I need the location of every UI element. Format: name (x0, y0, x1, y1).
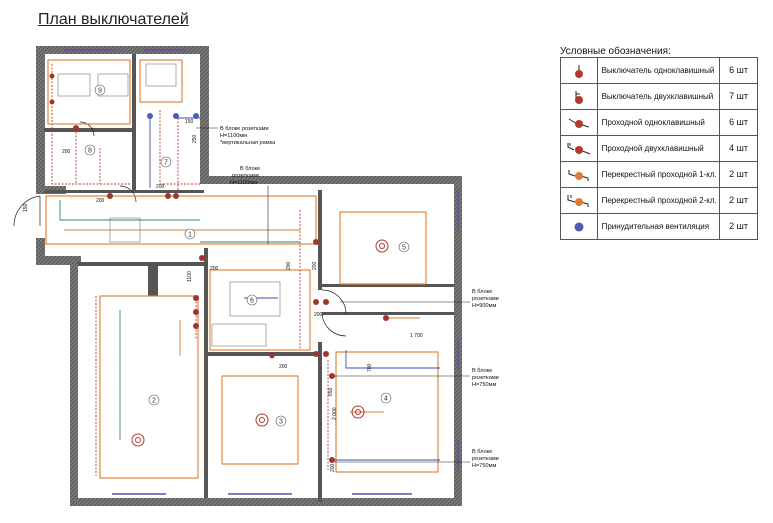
cross-double-icon (560, 187, 598, 214)
note-line: В блоке розетками (220, 126, 269, 132)
legend-qty: 2 шт (719, 187, 758, 214)
note-line: В блоке (240, 166, 260, 172)
dimensions: 150 150 200 200 200 1100 200 200 200 1 7… (23, 119, 423, 472)
dimension-label: 650 (328, 387, 334, 396)
dimension-label: 250 (192, 134, 198, 143)
legend-qty: 2 шт (719, 161, 758, 188)
note-line: H=750мм (472, 382, 496, 388)
switch-double-icon (560, 83, 598, 110)
room-number: 4 (384, 396, 388, 403)
note-line: H=1100мм (220, 133, 247, 139)
dimension-label: 150 (185, 119, 194, 125)
note-line: розетками (472, 456, 499, 462)
room-number: 1 (188, 232, 192, 239)
legend-label: Выключатель двухклавишный (596, 83, 721, 110)
pass-double-icon (560, 135, 598, 162)
legend-table: Выключатель одноклавишный 6 шт Выключате… (560, 57, 758, 240)
page-title: План выключателей (38, 11, 189, 28)
legend-row: Проходной двухклавишный 4 шт (560, 135, 758, 162)
room-numbers: 1 2 3 4 5 6 7 8 9 (84, 84, 410, 427)
cross-single-icon (560, 161, 598, 188)
doors (13, 121, 347, 337)
switch-single-icon (560, 57, 598, 84)
room-number: 7 (164, 160, 168, 167)
note-line: H=750мм (472, 463, 496, 469)
ventilation-symbols (147, 113, 199, 119)
legend-row: Выключатель одноклавишный 6 шт (560, 57, 758, 84)
legend-qty: 7 шт (719, 83, 758, 110)
legend-qty: 6 шт (719, 109, 758, 136)
legend-label: Проходной одноклавишный (596, 109, 721, 136)
room-number: 9 (98, 88, 102, 95)
note-line: В блоке (472, 449, 492, 455)
interior-walls (44, 54, 454, 502)
legend-title: Условные обозначения: (560, 46, 671, 57)
dimension-label: 200 (62, 149, 71, 155)
dimension-label: 200 (286, 261, 292, 270)
wiring-blue (149, 116, 440, 461)
legend-qty: 2 шт (719, 213, 758, 240)
room-number: 5 (402, 245, 406, 252)
legend-label: Выключатель одноклавишный (596, 57, 721, 84)
note-line: *вертикальная рамка (220, 140, 276, 146)
legend-row: Выключатель двухклавишный 7 шт (560, 83, 758, 110)
wiring-red (51, 64, 329, 476)
dimension-label: 200 (210, 266, 219, 272)
wiring-green (59, 200, 300, 440)
legend-row: Принудительная вентиляция 2 шт (560, 213, 758, 240)
dimension-label: 200 (330, 463, 336, 472)
fixtures (57, 63, 281, 347)
legend-label: Проходной двухклавишный (596, 135, 721, 162)
pass-single-icon (560, 109, 598, 136)
legend-row: Перекрестный проходной 2-кл. 2 шт (560, 187, 758, 214)
legend-qty: 4 шт (719, 135, 758, 162)
room-number: 2 (152, 398, 156, 405)
dimension-label: 200 (279, 364, 288, 370)
note-line: розетками (472, 375, 499, 381)
dimension-label: 200 (314, 312, 323, 318)
legend-label: Принудительная вентиляция (596, 213, 721, 240)
note-line: H=900мм (472, 303, 496, 309)
note-line: H=1100мм (230, 180, 257, 186)
ceiling-contours (45, 59, 439, 479)
ventilation-icon (560, 213, 598, 240)
light-fixtures (131, 239, 389, 447)
legend-row: Проходной одноклавишный 6 шт (560, 109, 758, 136)
room-number: 8 (88, 148, 92, 155)
legend-qty: 6 шт (719, 57, 758, 84)
legend-row: Перекрестный проходной 1-кл. 2 шт (560, 161, 758, 188)
windows (64, 49, 459, 495)
note-line: В блоке (472, 289, 492, 295)
legend-label: Перекрестный проходной 2-кл. (596, 187, 721, 214)
dimension-label: 200 (156, 184, 165, 190)
dimension-label: 1 700 (410, 333, 423, 339)
dimension-label: 700 (367, 363, 373, 372)
annotations: В блоке розетками H=1100мм *вертикальная… (220, 126, 499, 469)
dimension-label: 150 (23, 203, 29, 212)
wiring-orange (64, 229, 420, 413)
note-line: розетками (472, 296, 499, 302)
switch-symbols (49, 73, 389, 463)
room-number: 3 (279, 419, 283, 426)
dimension-label: 1100 (187, 271, 193, 282)
leader-lines (196, 127, 470, 463)
note-line: В блоке (472, 368, 492, 374)
dimension-label: 200 (96, 198, 105, 204)
note-line: розетками (232, 173, 259, 179)
dimension-label: 200 (312, 261, 318, 270)
room-number: 6 (250, 298, 254, 305)
legend-label: Перекрестный проходной 1-кл. (596, 161, 721, 188)
dimension-label: 2 000 (332, 407, 338, 420)
